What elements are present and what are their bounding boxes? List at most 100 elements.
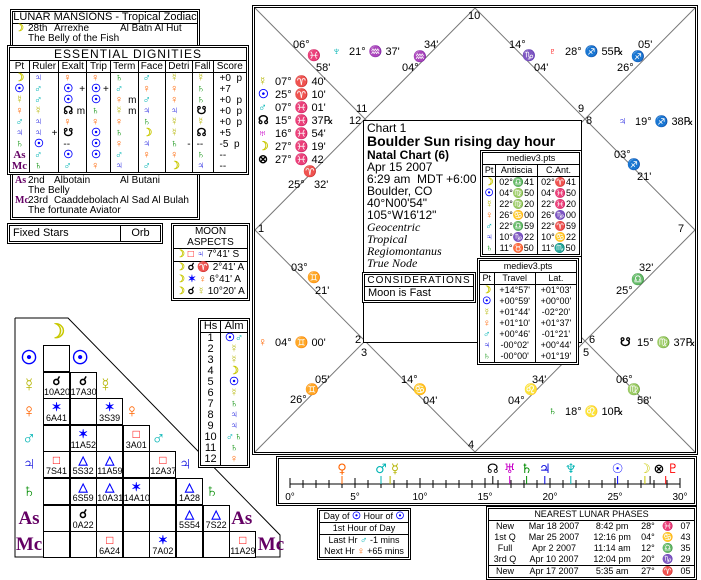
moon-aspect-value: 10°20' A: [207, 286, 245, 297]
venus-icon: ♀: [91, 72, 100, 84]
saturn-icon: ♄: [229, 398, 239, 410]
saturn-icon: ♄: [33, 160, 43, 172]
zodiac-option: Geocentric: [367, 220, 421, 234]
phase-sign: ♓: [662, 521, 674, 531]
aspect-grid-outline: [14, 317, 281, 558]
antiscia-value: 10°♑22: [495, 232, 538, 243]
house-number: 12: [349, 115, 362, 127]
pt-cell: ♂: [483, 221, 496, 232]
cusp-minute: 34': [532, 374, 547, 386]
square-icon: □: [239, 533, 247, 548]
cusp-sign: ♊: [307, 272, 321, 284]
dignity-cell: ♂: [137, 72, 166, 84]
square-icon: □: [106, 533, 114, 548]
travel-value: +00°44': [534, 340, 576, 351]
moon-icon: ☽: [176, 274, 185, 285]
square-icon: □: [159, 453, 167, 468]
cusp-degree: 03°: [614, 149, 631, 161]
moon-icon: ☽: [47, 321, 66, 343]
dignity-cell: ♃: [165, 106, 193, 117]
venus-icon: ♀: [114, 116, 124, 128]
aspect-blank: [97, 428, 122, 440]
sun-icon: ☉: [395, 511, 405, 522]
uranus-icon: ♅: [504, 462, 516, 477]
almuten-cell: ♃: [220, 421, 247, 432]
dignities-header: Trip: [86, 61, 111, 73]
cusp-sign: ♍: [627, 384, 641, 396]
phase-time: 8:42 pm: [595, 521, 629, 531]
dignity-cell: --: [58, 139, 87, 150]
pt-cell: ♄: [483, 243, 496, 254]
travel-value: +00°00': [534, 296, 576, 307]
sun-icon: ☉: [612, 462, 624, 477]
aspect-cell: [43, 478, 70, 505]
dignity-cell: ☿: [165, 72, 193, 84]
mars-icon: ♂: [63, 160, 72, 172]
travel-title: mediev3.pts: [480, 261, 576, 273]
pt-cell: ☿: [480, 307, 494, 318]
aspect-cell: ✶6A41: [43, 398, 70, 426]
mansion-name: Arrexhe: [54, 23, 90, 34]
jupiter-icon: ♃: [142, 138, 151, 150]
mansion-number: 2nd: [28, 175, 45, 186]
sun-icon: ☉: [352, 511, 361, 522]
chart-subtitle: Natal Chart (6): [367, 148, 450, 162]
aspect-blank: [44, 428, 69, 440]
chart-planet: ☋15° ♍ 37℞: [620, 336, 696, 350]
next-hour-value: +65 mins: [367, 546, 404, 556]
aspect-cell: ✶7A02: [149, 531, 177, 559]
sun-icon: ☉: [14, 83, 25, 95]
aspect-orb: 1A28: [178, 493, 201, 503]
dignity-cell: ♀: [165, 84, 193, 95]
saturn-icon: ♄: [196, 149, 205, 161]
venus-icon: ♀: [170, 149, 179, 161]
jupiter-icon: ♃: [196, 249, 205, 260]
pt-cell: ☽: [10, 73, 29, 85]
travel-value: +14°57': [493, 284, 536, 296]
planet-position: 25° ♈ 10': [275, 89, 326, 101]
node-icon: ☊: [487, 462, 499, 477]
phase-minute: 05: [680, 566, 691, 576]
planet-position: 28° ♐ 55℞: [565, 46, 624, 58]
cusp-minute: 58': [637, 395, 652, 407]
consideration-item: Moon is Fast: [368, 287, 431, 299]
aspect-cell: [202, 531, 230, 559]
fixed-stars-panel[interactable]: Fixed Stars Orb: [7, 223, 163, 244]
trine-icon: △: [184, 506, 195, 521]
phase-sign: ♎: [662, 543, 674, 553]
aspect-cell: ☌10A20: [43, 371, 70, 399]
aspect-cell: △11A59: [96, 451, 124, 479]
mars-icon: ♂: [21, 427, 37, 449]
dignities-header: Ruler: [28, 61, 59, 73]
aspect-cell: [69, 398, 97, 426]
planet-position: 16° ♓ 54': [275, 128, 326, 140]
aspect-cell: □6A24: [96, 531, 124, 559]
mars-icon: ♂: [33, 94, 43, 106]
phase-date: Mar 18 2007: [528, 521, 580, 531]
venus-icon: ♀: [258, 335, 267, 349]
sun-icon: ☉: [20, 348, 38, 369]
dignity-cell: ♄: [86, 106, 111, 117]
jupiter-icon: ♃: [21, 454, 37, 476]
planet-position: 04° ♊ 00': [275, 337, 326, 349]
phase-name: Full: [497, 543, 513, 553]
aspect-blank: [71, 401, 96, 413]
fortune-icon: ⊗: [258, 152, 269, 166]
mars-icon: ♂: [142, 72, 151, 84]
moon-aspect-row: ☽ ☌ ♈2°41' A: [174, 262, 247, 274]
sun-icon: ☉: [229, 376, 239, 388]
aspect-cell: △5S32: [69, 451, 97, 479]
pt-cell: ♄: [480, 351, 494, 362]
saturn-icon: ♄: [142, 116, 151, 128]
dignities-row: As♂☉☉♂♀♀♄--: [10, 150, 246, 161]
degree-tick-label: 25°: [607, 492, 622, 503]
dignity-cell: ♄: [28, 160, 59, 172]
snode-icon: ☋: [63, 127, 74, 139]
saturn-icon: ♄: [483, 351, 491, 362]
pt-cell: Mc: [10, 161, 29, 172]
